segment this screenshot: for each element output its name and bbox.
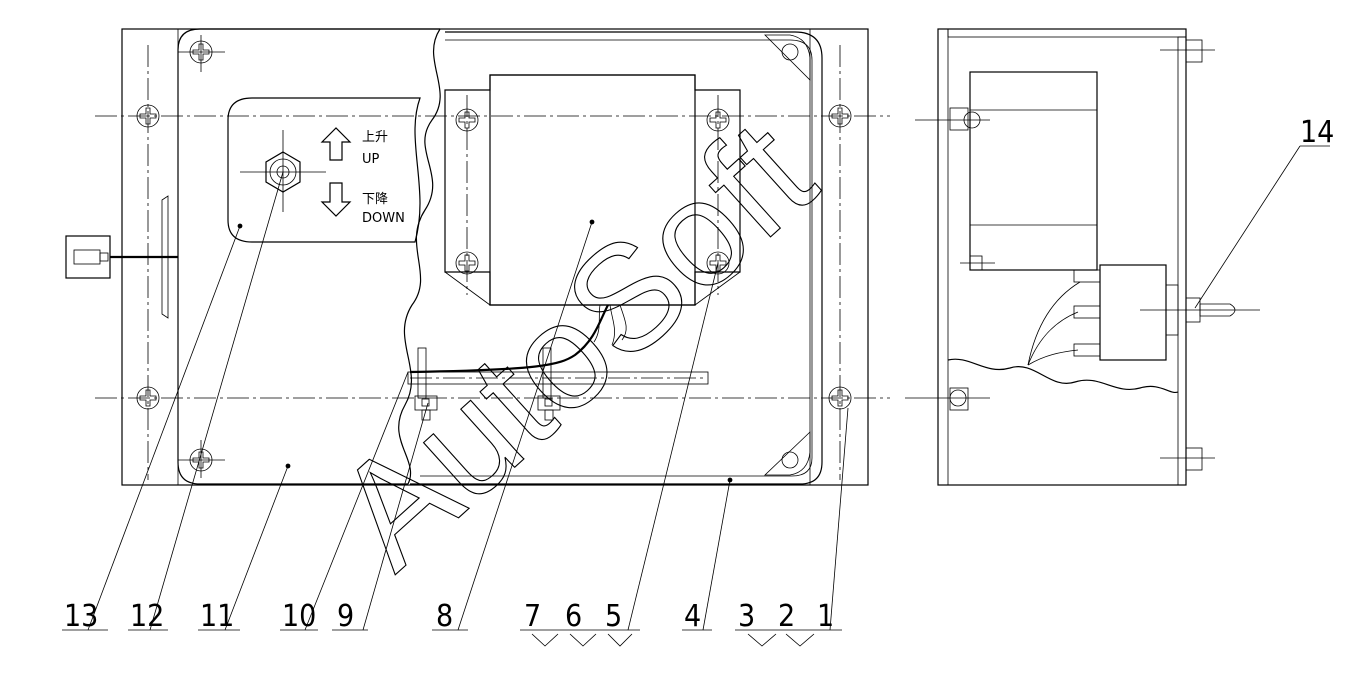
- watermark: AutoSoft: [304, 89, 844, 599]
- callout-12: 12: [130, 599, 164, 634]
- cable-connector-icon: [65, 195, 178, 319]
- down-cn-label: 下降: [362, 192, 388, 207]
- switch-nut-icon: [240, 130, 326, 212]
- callout-4: 4: [684, 599, 701, 634]
- cable-tie-icon: [537, 347, 561, 421]
- side-view: [905, 28, 1260, 486]
- up-en-label: UP: [362, 152, 380, 167]
- box-body: [410, 31, 823, 485]
- wire-harness: [409, 304, 609, 374]
- leader-lines: [62, 145, 1330, 647]
- callout-10: 10: [282, 599, 316, 634]
- callout-11: 11: [200, 599, 234, 634]
- callout-numbers: 13 12 11 10 9 8 7 6 5 4 3 2 1 14: [64, 115, 1334, 634]
- callout-5: 5: [605, 599, 622, 634]
- callout-14: 14: [1300, 115, 1334, 150]
- down-en-label: DOWN: [362, 211, 405, 226]
- callout-2: 2: [778, 599, 795, 634]
- callout-8: 8: [436, 599, 453, 634]
- rail: [407, 371, 709, 385]
- callout-9: 9: [337, 599, 354, 634]
- up-cn-label: 上升: [362, 130, 388, 145]
- toggle-switch-icon: [1073, 264, 1260, 361]
- break-line: [398, 28, 441, 485]
- callout-3: 3: [738, 599, 755, 634]
- side-housing: [937, 28, 1187, 486]
- callout-6: 6: [565, 599, 582, 634]
- callout-13: 13: [64, 599, 98, 634]
- arrow-down-icon: [320, 182, 352, 217]
- callout-1: 1: [817, 599, 834, 634]
- arrow-up-icon: [320, 127, 352, 161]
- callout-7: 7: [524, 599, 541, 634]
- label-panel: [227, 97, 421, 243]
